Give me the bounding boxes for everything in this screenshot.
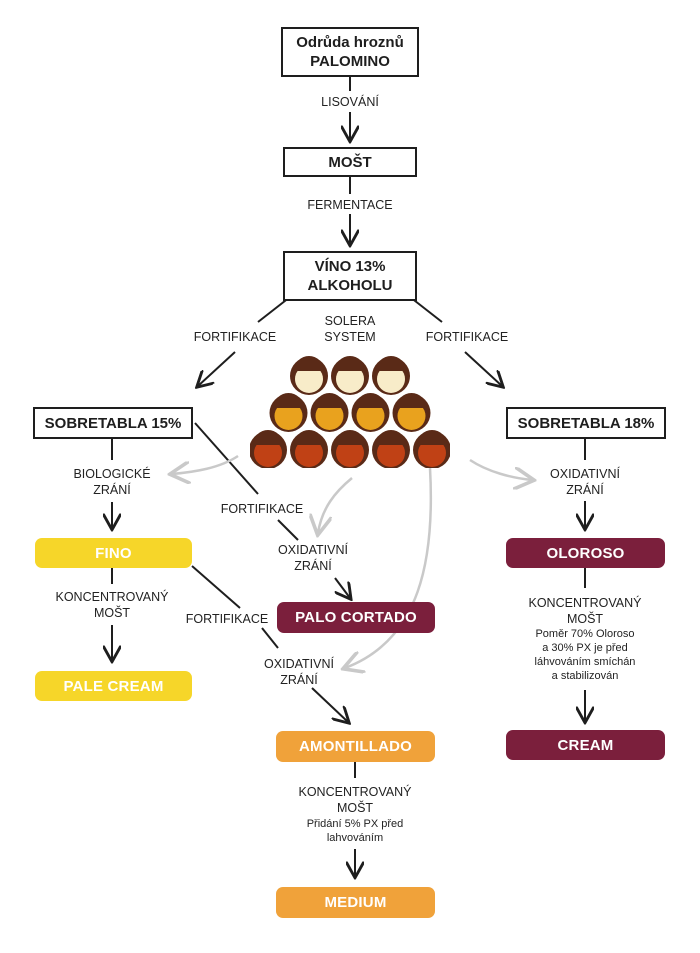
- barrel: [413, 430, 450, 468]
- barrel: [392, 393, 431, 432]
- right-note-line4: a stabilizován: [551, 670, 619, 682]
- grey-arrow-to-oxid-a: [318, 477, 353, 533]
- left-conc-line1: KONCENTROVANÝ: [55, 590, 169, 604]
- must-box: MOŠT: [283, 147, 417, 177]
- arrow-oxid-b-to-amontillado: [311, 687, 348, 722]
- grape-variety-line1: Odrůda hroznů: [296, 34, 404, 51]
- barrel: [290, 430, 328, 468]
- arrow-sob15-to-fortifikace: [194, 422, 259, 495]
- grape-variety-box: Odrůda hroznů PALOMINO: [281, 27, 419, 77]
- oxid-a-line2: ZRÁNÍ: [294, 559, 332, 573]
- fino-pill: FINO: [35, 538, 192, 568]
- barrel: [250, 430, 287, 468]
- left-fortification-label: FORTIFIKACE: [193, 330, 277, 344]
- arrow-vino-to-right-label: [409, 296, 443, 323]
- barrel: [331, 430, 369, 468]
- barrel: [331, 356, 369, 395]
- left-conc-line2: MOŠT: [93, 606, 131, 620]
- pale-cream-pill: PALE CREAM: [35, 671, 192, 701]
- sobretabla-18-box: SOBRETABLA 18%: [506, 407, 666, 439]
- grey-arrow-to-oxid-b: [345, 467, 433, 668]
- right-note-line3: láhvováním smíchán: [534, 656, 636, 668]
- arrow-right-fortifikace: [464, 351, 502, 386]
- barrel: [310, 393, 349, 432]
- medium-pill: MEDIUM: [276, 887, 435, 918]
- arrow-vino-to-left-label: [257, 296, 291, 323]
- grape-variety-line2: PALOMINO: [310, 53, 390, 70]
- right-oxidative-label: OXIDATIVNÍ ZRÁNÍ: [530, 466, 640, 498]
- middle-fortification-b-label: FORTIFIKACE: [185, 612, 269, 626]
- right-note-line1: Poměr 70% Oloroso: [535, 628, 635, 640]
- pressing-label: LISOVÁNÍ: [321, 95, 379, 109]
- sobretabla-18-label: SOBRETABLA 18%: [517, 414, 655, 432]
- oxid-b-line1: OXIDATIVNÍ: [264, 657, 334, 671]
- palo-cortado-pill: PALO CORTADO: [277, 602, 435, 633]
- right-conc-line1: KONCENTROVANÝ: [528, 596, 642, 610]
- middle-note-line1: Přidání 5% PX před: [306, 818, 404, 830]
- right-blend-note: Poměr 70% Oloroso a 30% PX je před láhvo…: [510, 627, 660, 683]
- arrow-fortifikace-to-oxid: [277, 519, 299, 541]
- wine-line1: VÍNO 13%: [314, 258, 386, 275]
- middle-note-line2: lahvováním: [326, 832, 384, 844]
- grey-arrow-to-sob18: [469, 458, 532, 480]
- right-oxid-line2: ZRÁNÍ: [566, 483, 604, 497]
- arrow-left-fortifikace: [198, 351, 236, 386]
- right-note-line2: a 30% PX je před: [542, 642, 628, 654]
- left-concentrated-must-label: KONCENTROVANÝ MOŠT: [47, 589, 177, 621]
- biological-line1: BIOLOGICKÉ: [73, 467, 151, 481]
- arrow-fino-to-fortifikace: [191, 565, 241, 609]
- barrel: [372, 430, 410, 468]
- middle-conc-line1: KONCENTROVANÝ: [298, 785, 412, 799]
- barrel: [290, 356, 328, 395]
- grey-arrow-to-sob15: [172, 454, 239, 474]
- wine-box: VÍNO 13% ALKOHOLU: [283, 251, 417, 301]
- sobretabla-15-label: SOBRETABLA 15%: [44, 414, 182, 432]
- right-fortification-label: FORTIFIKACE: [425, 330, 509, 344]
- biological-line2: ZRÁNÍ: [93, 483, 131, 497]
- oxidative-b-label: OXIDATIVNÍ ZRÁNÍ: [244, 656, 354, 688]
- middle-conc-line2: MOŠT: [336, 801, 374, 815]
- fermentation-label: FERMENTACE: [307, 198, 393, 212]
- sobretabla-15-box: SOBRETABLA 15%: [33, 407, 193, 439]
- oxidative-a-label: OXIDATIVNÍ ZRÁNÍ: [258, 542, 368, 574]
- solera-label: SOLERA SYSTEM: [310, 313, 390, 345]
- arrow-oxid-to-palocortado: [335, 577, 350, 598]
- middle-concentrated-must-label: KONCENTROVANÝ MOŠT: [290, 784, 420, 816]
- barrel: [351, 393, 390, 432]
- amontillado-pill: AMONTILLADO: [276, 731, 435, 762]
- wine-line2: ALKOHOLU: [307, 277, 393, 294]
- biological-aging-label: BIOLOGICKÉ ZRÁNÍ: [57, 466, 167, 498]
- right-concentrated-must-label: KONCENTROVANÝ MOŠT: [520, 595, 650, 627]
- barrel: [372, 356, 410, 395]
- arrow-fortifikace-to-oxid-b: [261, 627, 279, 649]
- middle-fortification-a-label: FORTIFIKACE: [220, 502, 304, 516]
- must-label: MOŠT: [328, 153, 372, 171]
- oloroso-pill: OLOROSO: [506, 538, 665, 568]
- solera-barrels: [250, 356, 450, 468]
- cream-pill: CREAM: [506, 730, 665, 760]
- solera-line2: SYSTEM: [324, 330, 376, 344]
- oxid-a-line1: OXIDATIVNÍ: [278, 543, 348, 557]
- right-oxid-line1: OXIDATIVNÍ: [550, 467, 620, 481]
- solera-line1: SOLERA: [324, 314, 376, 328]
- right-conc-line2: MOŠT: [566, 612, 604, 626]
- oxid-b-line2: ZRÁNÍ: [280, 673, 318, 687]
- middle-px-note: Přidání 5% PX před lahvováním: [280, 817, 430, 845]
- barrel: [269, 393, 308, 432]
